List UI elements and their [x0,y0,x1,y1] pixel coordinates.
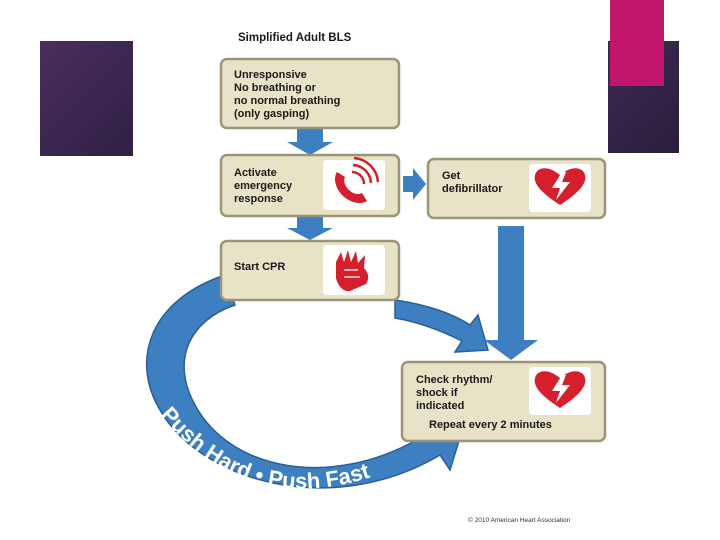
arrow-right [403,168,426,200]
box-defibrillator: Get defibrillator [426,157,607,220]
box-check-line-2: shock if [416,387,458,399]
box-cpr: Start CPR [219,239,401,302]
cpr-cycle-arrow [146,274,489,489]
box-defibrillator-line-2: defibrillator [442,183,503,195]
heart-defibrillator-icon [529,164,591,212]
heart-defibrillator-icon-2 [529,367,591,415]
arrow-down-1 [287,128,333,155]
slide-decoration-left [40,41,133,156]
box-unresponsive: Unresponsive No breathing or no normal b… [219,57,401,130]
box-unresponsive-line-2: No breathing or [234,82,317,94]
box-activate-line-1: Activate [234,167,277,179]
slide-decoration-right-magenta [610,0,664,86]
box-activate-line-2: emergency [234,180,293,192]
box-check-line-1: Check rhythm/ [416,374,492,386]
box-cpr-line-1: Start CPR [234,261,285,273]
diagram-title: Simplified Adult BLS [238,32,352,44]
arrow-down-long [484,226,538,360]
copyright-text: © 2010 American Heart Association [468,516,571,524]
box-check-repeat: Repeat every 2 minutes [429,419,552,431]
box-check-line-3: indicated [416,400,464,412]
box-activate: Activate emergency response [219,153,401,218]
phone-icon [323,156,385,210]
arrow-down-2 [287,216,333,240]
hands-cpr-icon [323,245,385,295]
box-check-rhythm: Check rhythm/ shock if indicated Repeat … [400,360,607,443]
box-defibrillator-line-1: Get [442,170,461,182]
box-activate-line-3: response [234,193,283,205]
box-unresponsive-line-3: no normal breathing [234,95,340,107]
box-unresponsive-line-1: Unresponsive [234,69,307,81]
box-unresponsive-line-4: (only gasping) [234,108,310,120]
